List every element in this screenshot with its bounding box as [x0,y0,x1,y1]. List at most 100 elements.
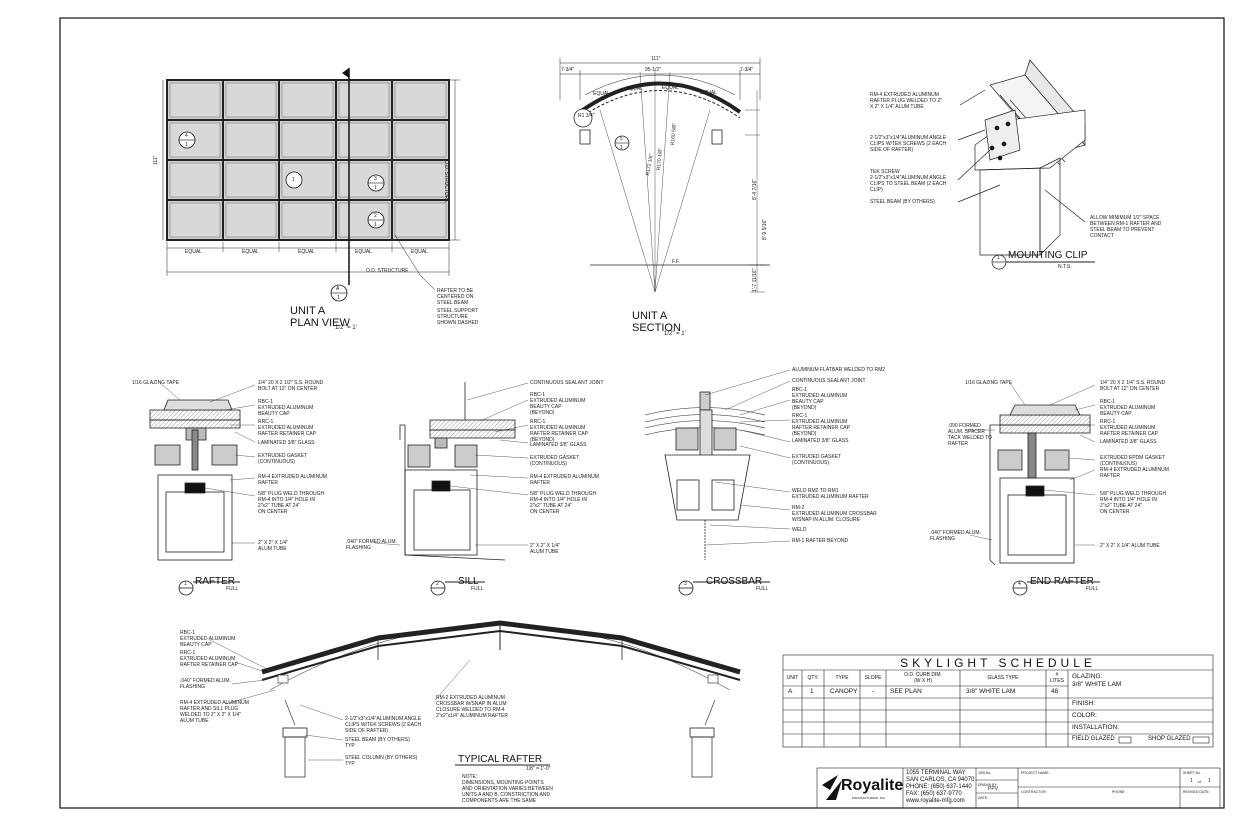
schedule-cell-unit: A [788,688,793,695]
plan-bubble-a-sheet: 1 [337,295,340,301]
bubble-2-sheet: 1 [374,222,377,228]
end-note-tube: 2" X 2" X 1/4" ALUM TUBE [1100,543,1160,549]
rafter-note-glass: LAMINATED 3/8" GLASS [258,440,315,446]
plan-scale: 1/2" = 1' [335,325,357,331]
schedule-cell-slope: - [872,688,875,695]
tb-date: DATE: [978,796,989,800]
rafter-num: 1 [184,581,187,587]
schedule-field-glazed: FIELD GLAZED [1072,736,1115,742]
schedule-header-type: TYPE [835,675,849,681]
end-note-rrc: RRC-1 EXTRUDED ALUMINUM RAFTER RETAINER … [1100,419,1158,437]
section-ff: F.F. [672,259,680,265]
bubble-3-sheet: 1 [374,185,377,191]
tb-sheet-val: 1 [1190,778,1193,784]
section-dim-b: 8'-9 5/16" [762,218,768,240]
crossbar-note-glass: LAMINATED 3/8" GLASS [792,438,849,444]
mount-note-space: ALLOW MINIMUM 1/2" SPACE BETWEEN RM-1 RA… [1090,215,1162,239]
plan-glass-pane [225,202,277,238]
crossbar-note-rbc: RBC-1 EXTRUDED ALUMINUM BEAUTY CAP (BEYO… [792,387,848,411]
sill-note-plug: 5/8" PLUG WELD THROUGH RM-4 INTO 1/4" HO… [530,491,597,515]
rafter-note-bolt: 1/4" 20 X 2 1/2" S.S. ROUND BOLT AT 12" … [258,380,324,392]
bubble-4-sheet: 1 [185,142,188,148]
crossbar-note-flat: ALUMINUM FLATBAR WELDED TO RM2 [792,367,886,373]
schedule-header-glass: GLASS TYPE [987,675,1019,681]
bubble-1: 1 [292,177,295,183]
schedule-installation: INSTALLATION: [1072,724,1120,731]
plan-equal-1: EQUAL [185,249,202,255]
section-equal-4: EQUAL [700,90,717,96]
schedule-cell-qty: 1 [810,688,814,695]
typical-note-clips: 2-1/2"x3"x1/4"ALUMINUM ANGLE CLIPS W/TEK… [345,716,422,734]
plan-glass-pane [338,122,390,158]
end-rafter-title: END RAFTER [1030,576,1094,587]
plan-glass-pane [394,202,447,238]
schedule-cell-type: CANOPY [830,688,858,695]
sill-num: 2 [436,581,439,587]
sill-note-rm4: RM-4 EXTRUDED ALUMINUM RAFTER [530,474,599,486]
rafter-title: RAFTER [195,576,235,587]
section-equal-1: EQUAL [593,91,610,97]
end-note-bolt: 1/4" 20 X 2 1/4" S.S. ROUND BOLT AT 12" … [1100,380,1166,392]
mount-note-tek: TEK SCREW 2-1/2"x3"x1/4"ALUMINUM ANGLE C… [870,169,947,193]
typical-note-rm4: RM-4 EXTRUDED ALUMINUM RAFTER AND SILL P… [180,700,249,724]
section-equal-2: EQUAL [626,86,643,92]
typical-rafter [261,620,741,778]
schedule-header-unit: UNIT [786,675,799,681]
rafter-note-tube: 2" X 2" X 1/4" ALUM TUBE [258,540,289,552]
mount-note-rm4: RM-4 EXTRUDED ALUMINUM RAFTER PLUG WELDE… [870,92,942,110]
schedule-header-slope: SLOPE [864,675,882,681]
rafter-note-rrc: RRC-1 EXTRUDED ALUMINUM RAFTER RETAINER … [258,419,316,437]
plan-view [162,68,460,302]
tb-project: PROJECT NAME: [1021,771,1050,775]
plan-width-dim: 111" [153,155,159,165]
bubble-3: 3 [374,176,377,182]
tb-revised: REVISED DATE: [1183,790,1210,794]
crossbar-note-weld: WELD [792,527,807,533]
schedule-color: COLOR: [1072,712,1097,719]
tb-phone: PHONE: [1112,790,1126,794]
title-block [816,767,1221,809]
plan-equal-2: EQUAL [242,249,259,255]
end-note-rm4: RM-4 EXTRUDED ALUMINUM RAFTER [1100,467,1169,479]
end-note-rbc: RBC-1 EXTRUDED ALUMINUM BEAUTY CAP [1100,399,1156,417]
plan-equal-5: EQUAL [411,249,428,255]
sill-note-rbc: RBC-1 EXTRUDED ALUMINUM BEAUTY CAP (BEYO… [530,392,586,416]
section-equal-3: EQUAL [662,85,679,91]
sill-note-tube: 2" X 2" X 1/4" ALUM TUBE [530,543,561,555]
tb-drawn-by: DRAWN BY: [978,783,998,787]
plan-glass-pane [394,122,447,158]
rafter-note-rm4: RM-4 EXTRUDED ALUMINUM RAFTER [258,474,327,486]
plan-glass-pane [394,82,447,118]
plan-glass-pane [225,122,277,158]
end-note-plug: 5/8" PLUG WELD THROUGH RM-4 INTO 1/4" HO… [1100,491,1167,515]
crossbar-note-gasket: EXTRUDED GASKET (CONTINUOUS) [792,454,842,466]
sill-note-gasket: EXTRUDED GASKET (CONTINUOUS) [530,455,580,467]
typical-note-beam: STEEL BEAM (BY OTHERS) TYP [345,737,410,749]
section-bubble-5: 5 [620,136,623,142]
rafter-detail [149,399,241,596]
typical-title: TYPICAL RAFTER [458,754,543,765]
tb-sheet-no: SHEET No. [1183,771,1202,775]
plan-bubble-a: A [336,286,340,292]
crossbar-note-seal: CONTINUOUS SEALANT JOINT [792,378,866,384]
unit-section [559,58,770,293]
sheet-border [59,17,1225,809]
mount-note-clips: 2-1/2"x3"x1/4"ALUMINUM ANGLE CLIPS W/TEK… [870,135,947,153]
schedule-header-curb: O.D. CURB DIM. (W X H) [904,672,942,684]
bubble-2: 2 [374,213,377,219]
plan-title: UNIT A PLAN VIEW [290,305,350,329]
end-note-gasket: EXTRUDED EPDM GASKET (CONTINUOUS) [1100,455,1166,467]
schedule-cell-glass: 3/8" WHITE LAM [966,688,1016,695]
crossbar-detail [644,391,770,596]
typical-note-col: STEEL COLUMN (BY OTHERS) TYP [345,755,418,767]
schedule-cell-lites: 48 [1051,688,1059,695]
mount-title: MOUNTING CLIP [1008,250,1088,261]
section-scale: 1/2" = 1' [664,331,686,337]
section-dim-a: 8'-4 7/16" [752,178,758,200]
tb-sheet-total: 1 [1208,778,1211,784]
sill-note-seal: CONTINUOUS SEALANT JOINT [530,380,604,386]
mount-note-beam: STEEL BEAM (BY OTHERS) [870,199,935,205]
schedule-header-lites: # LITES [1050,672,1064,684]
company-address: 1055 TERMINAL WAY SAN CARLOS, CA 94070 P… [906,770,975,804]
